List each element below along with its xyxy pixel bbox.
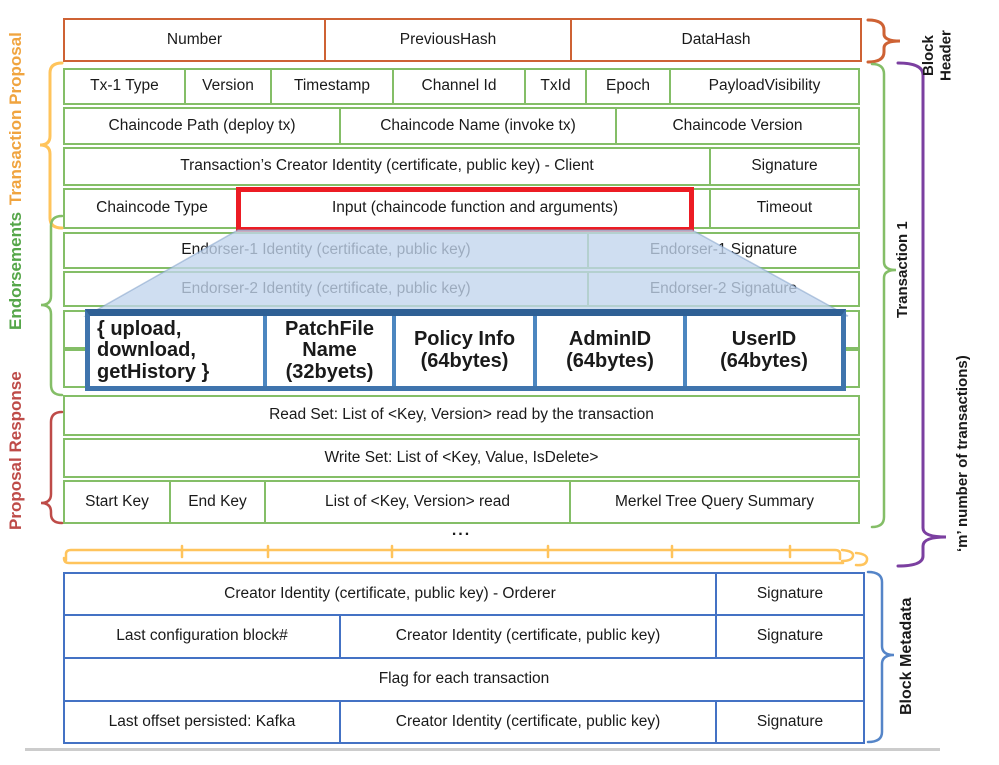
- callout-cell-functions: { upload, download, getHistory }: [97, 317, 210, 383]
- cell-key-version-list: List of <Key, Version> read: [264, 482, 569, 522]
- cell-number: Number: [166, 30, 223, 48]
- label-block-header: Block Header: [920, 30, 955, 82]
- right-brace-block-metadata: [866, 570, 895, 744]
- cell-kafka-creator-identity: Creator Identity (certificate, public ke…: [339, 702, 715, 742]
- cell-timeout: Timeout: [709, 190, 858, 227]
- label-m-transactions: ‘m’ number of transactions): [954, 355, 971, 553]
- cell-end-key: End Key: [169, 482, 264, 522]
- metadata-row-4: Last offset persisted: Kafka Creator Ide…: [63, 700, 865, 744]
- cell-previous-hash: PreviousHash: [324, 20, 570, 60]
- cell-chaincode-name: Chaincode Name (invoke tx): [339, 109, 615, 143]
- cell-kafka-signature: Signature: [715, 702, 863, 742]
- cell-epoch: Epoch: [585, 70, 669, 103]
- tx-row-3: Transaction’s Creator Identity (certific…: [63, 147, 860, 186]
- cell-data-hash: DataHash: [570, 20, 860, 60]
- cell-write-set: Write Set: List of <Key, Value, IsDelete…: [324, 448, 599, 466]
- cell-version: Version: [184, 70, 270, 103]
- cell-creator-identity-orderer: Creator Identity (certificate, public ke…: [224, 584, 556, 602]
- cell-chaincode-type: Chaincode Type: [96, 199, 208, 217]
- callout-cell-patchfile-name: PatchFile Name (32byets): [263, 316, 392, 386]
- cell-chaincode-path: Chaincode Path (deploy tx): [108, 116, 296, 134]
- read-set-row: Read Set: List of <Key, Version> read by…: [63, 395, 860, 436]
- left-brace-proposal-response: [40, 410, 64, 525]
- left-brace-endorsements: [40, 214, 64, 397]
- cell-tx-type: Tx-1 Type: [90, 77, 159, 95]
- input-highlight-box: [236, 187, 694, 232]
- cell-read-set: Read Set: List of <Key, Version> read by…: [269, 406, 654, 424]
- label-transaction-1: Transaction 1: [894, 221, 911, 319]
- collapsed-transactions-strip: [62, 544, 869, 567]
- cell-signature-client: Signature: [709, 149, 858, 184]
- label-endorsements: Endorsements: [6, 211, 25, 330]
- cell-orderer-signature: Signature: [715, 574, 863, 614]
- callout-cell-user-id: UserID (64bytes): [683, 316, 841, 386]
- cell-txid: TxId: [524, 70, 585, 103]
- cell-payload-visibility: PayloadVisibility: [669, 70, 858, 103]
- cell-merkel-summary: Merkel Tree Query Summary: [569, 482, 858, 522]
- cell-config-signature: Signature: [715, 616, 863, 657]
- cell-last-config-block: Last configuration block#: [116, 627, 288, 645]
- cell-creator-identity-client: Transaction’s Creator Identity (certific…: [180, 157, 594, 175]
- label-transaction-proposal: Transaction Proposal: [6, 32, 25, 206]
- more-transactions-ellipsis: ...: [451, 522, 472, 539]
- cell-transaction-flags: Flag for each transaction: [378, 670, 550, 688]
- metadata-row-1: Creator Identity (certificate, public ke…: [63, 572, 865, 616]
- cell-last-offset-kafka: Last offset persisted: Kafka: [108, 712, 296, 730]
- block-header-row: Number PreviousHash DataHash: [63, 18, 862, 62]
- query-row: Start Key End Key List of <Key, Version>…: [63, 480, 860, 524]
- tx-row-2: Chaincode Path (deploy tx) Chaincode Nam…: [63, 107, 860, 145]
- bottom-divider-line: [25, 748, 940, 751]
- cell-config-creator-identity: Creator Identity (certificate, public ke…: [339, 616, 715, 657]
- cell-chaincode-version: Chaincode Version: [615, 109, 858, 143]
- left-brace-transaction-proposal: [39, 61, 64, 230]
- right-brace-transaction-1: [870, 62, 897, 529]
- cell-timestamp: Timestamp: [270, 70, 392, 103]
- callout-cell-policy-info: Policy Info (64bytes): [392, 316, 533, 386]
- cell-channel-id: Channel Id: [392, 70, 524, 103]
- cell-start-key: Start Key: [85, 492, 149, 510]
- right-brace-block-header: [866, 18, 901, 64]
- label-block-metadata: Block Metadata: [898, 597, 915, 715]
- label-proposal-response: Proposal Response: [6, 371, 25, 531]
- right-brace-m-transactions: [896, 61, 947, 568]
- input-detail-callout: { upload, download, getHistory } PatchFi…: [85, 309, 846, 391]
- callout-cell-admin-id: AdminID (64bytes): [533, 316, 683, 386]
- write-set-row: Write Set: List of <Key, Value, IsDelete…: [63, 438, 860, 478]
- tx-row-1: Tx-1 Type Version Timestamp Channel Id T…: [63, 68, 860, 105]
- metadata-row-2: Last configuration block# Creator Identi…: [63, 614, 865, 659]
